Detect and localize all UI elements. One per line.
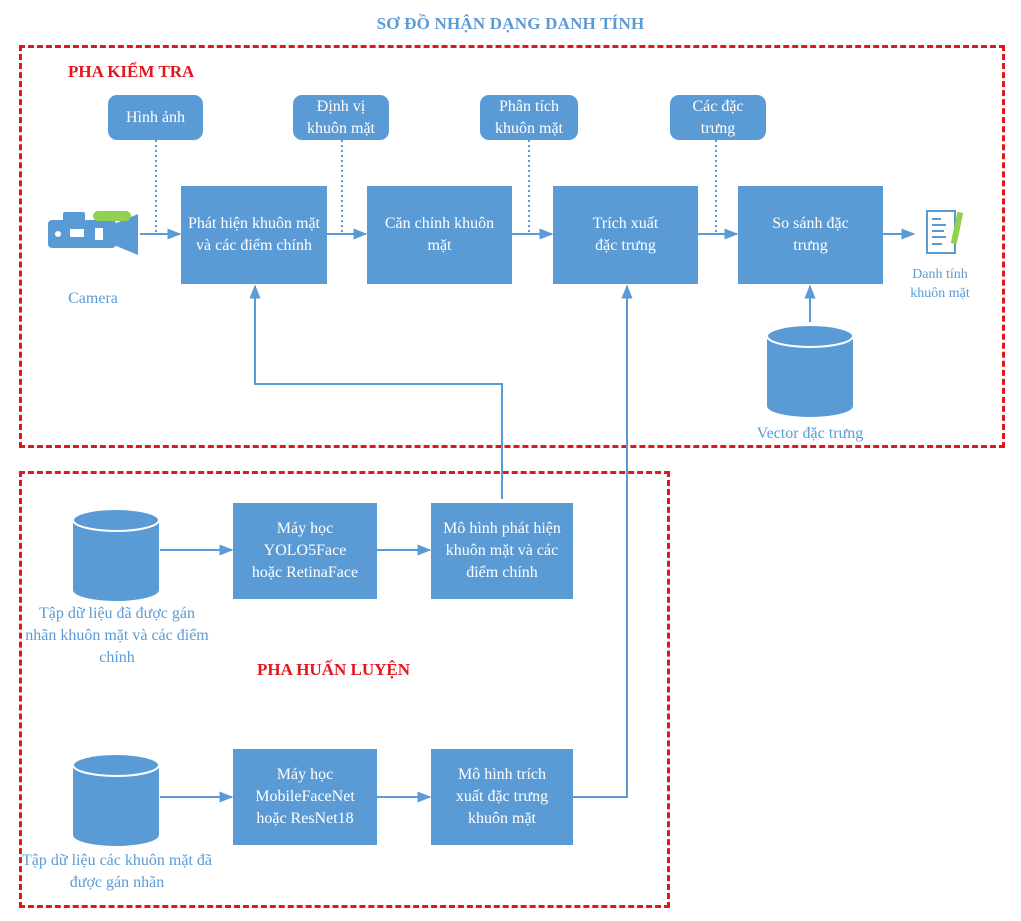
inference-phase-label: PHA KIỂM TRA — [68, 62, 195, 81]
image-tag: Hình ảnh — [108, 95, 203, 140]
inference-phase-zone — [19, 45, 1005, 448]
training-phase-label: PHA HUẤN LUYỆN — [257, 660, 411, 679]
detect-faces-box: Phát hiện khuôn mặt và các điểm chính — [181, 186, 327, 284]
extract-features-box: Trích xuất đặc trưng — [553, 186, 698, 284]
vector-db-caption: Vector đặc trưng — [756, 425, 864, 442]
diagram-title: SƠ ĐỒ NHẬN DẠNG DANH TÍNH — [376, 14, 645, 33]
camera-caption: Camera — [68, 290, 118, 307]
compare-features-box: So sánh đặc trưng — [738, 186, 883, 284]
detect-model-feedback-arrow — [249, 284, 503, 499]
face-dataset-caption: Tập dữ liệu các khuôn mặt đã được gán nh… — [22, 852, 212, 891]
training-phase-zone — [19, 471, 670, 908]
identity-document-icon — [926, 210, 964, 254]
model-detect-box: Mô hình phát hiện khuôn mặt và các điểm … — [431, 503, 573, 599]
landmark-dataset-icon — [72, 508, 160, 601]
embed-model-feedback-arrow — [573, 284, 633, 798]
identity-caption: Danh tính khuôn mặt — [910, 267, 970, 301]
features-tag: Các đặc trưng — [670, 95, 766, 140]
model-embed-box: Mô hình trích xuất đặc trưng khuôn mặt — [431, 749, 573, 845]
align-faces-box: Căn chỉnh khuôn mặt — [367, 186, 512, 284]
video-camera-icon — [48, 211, 138, 255]
landmark-dataset-caption: Tập dữ liệu đã được gán nhãn khuôn mặt v… — [25, 605, 209, 666]
face-dataset-icon — [72, 753, 160, 846]
vector-database-icon — [766, 324, 854, 417]
learner-detect-box: Máy học YOLO5Face hoặc RetinaFace — [233, 503, 377, 599]
face-localization-tag: Định vị khuôn mặt — [293, 95, 389, 140]
learner-embed-box: Máy học MobileFaceNet hoặc ResNet18 — [233, 749, 377, 845]
face-analysis-tag: Phân tích khuôn mặt — [480, 95, 578, 140]
